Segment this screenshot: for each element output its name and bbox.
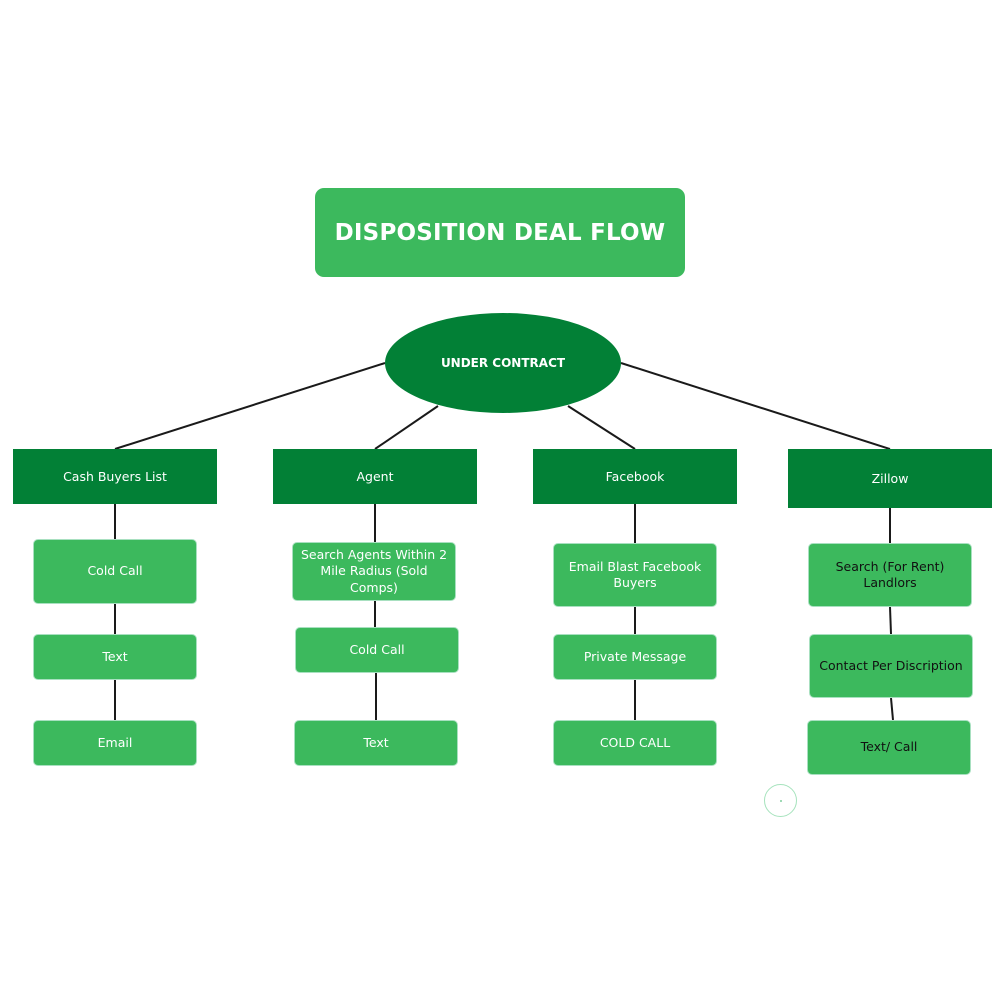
connector-root-cash-buyers	[114, 362, 386, 450]
step-agent-search: Search Agents Within 2 Mile Radius (Sold…	[292, 542, 456, 601]
root-node-under-contract: UNDER CONTRACT	[385, 313, 621, 413]
step-facebook-cold-call: COLD CALL	[553, 720, 717, 766]
connector-zillow-2	[889, 606, 892, 635]
circle-marker-icon	[764, 784, 797, 817]
step-agent-text: Text	[294, 720, 458, 766]
branch-cash-buyers-list: Cash Buyers List	[13, 449, 217, 504]
step-zillow-contact: Contact Per Discription	[809, 634, 973, 698]
diagram-title: DISPOSITION DEAL FLOW	[315, 188, 685, 277]
step-facebook-private-message: Private Message	[553, 634, 717, 680]
branch-agent: Agent	[273, 449, 477, 504]
step-cash-cold-call: Cold Call	[33, 539, 197, 604]
step-facebook-email-blast: Email Blast Facebook Buyers	[553, 543, 717, 607]
connector-root-facebook	[567, 405, 636, 450]
step-zillow-search-landlords: Search (For Rent) Landlors	[808, 543, 972, 607]
connector-zillow-3	[890, 697, 894, 721]
branch-facebook: Facebook	[533, 449, 737, 504]
step-agent-cold-call: Cold Call	[295, 627, 459, 673]
connector-root-agent	[374, 405, 439, 450]
connector-root-zillow	[620, 362, 891, 450]
step-zillow-text-call: Text/ Call	[807, 720, 971, 775]
step-cash-text: Text	[33, 634, 197, 680]
step-cash-email: Email	[33, 720, 197, 766]
branch-zillow: Zillow	[788, 449, 992, 508]
marker-dot	[780, 800, 782, 802]
